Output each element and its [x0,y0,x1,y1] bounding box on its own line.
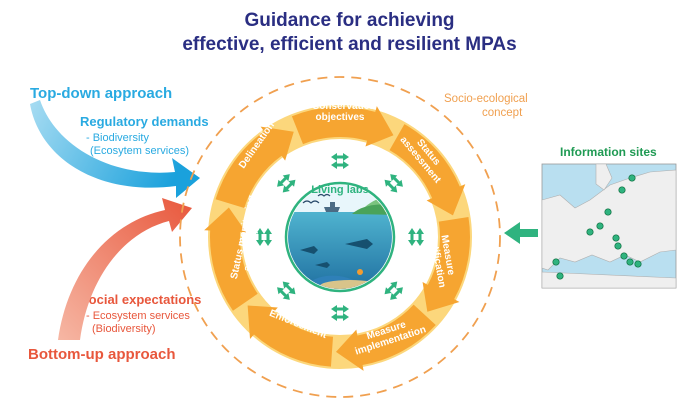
site-marker [612,234,620,242]
site-marker [596,222,604,230]
exchange-arrow [277,174,296,193]
top-down-arrow [30,100,200,198]
site-marker [556,272,564,280]
bottom-up-item-2: (Biodiversity) [92,323,156,335]
label-conservation-line-2: objectives [315,112,365,123]
exchange-arrow [331,153,349,169]
top-down-heading: Top-down approach [30,85,173,102]
bottom-up-item-1: - Ecosystem services [86,310,190,322]
site-marker [614,242,622,250]
cycle-arrow-delineation [215,126,294,209]
exchange-arrow [384,281,403,300]
exchange-arrow [384,174,403,193]
site-marker [586,228,594,236]
cycle-arrow-measure-implementation [335,304,436,371]
living-labs-label: Living labs [311,184,369,196]
concept-label-line-2: concept [482,107,523,119]
exchange-arrow [408,228,424,246]
site-marker [552,258,560,266]
living-lab-exchange-arrows [256,153,424,321]
label-conservation-objectives: Conservation objectives [312,101,376,123]
info-sites-label: Information sites [560,145,657,159]
cycle-arrow-status-monitoring [204,207,258,311]
title-line-2: effective, efficient and resilient MPAs [182,34,517,55]
bottom-up-arrow [58,198,192,340]
living-lab-illustration [284,181,396,293]
label-conservation-line-1: Conservation [312,101,376,112]
site-marker [618,186,626,194]
exchange-arrow [277,281,296,300]
cycle-arrow-enforcement [247,305,334,367]
cycle-arrow-status-assessment [389,124,466,216]
bottom-up-heading: Bottom-up approach [28,346,176,363]
site-marker [604,208,612,216]
site-marker [634,260,642,268]
socio-ecological-boundary [179,76,501,398]
cycle-arrows [204,106,470,371]
top-down-subheading: Regulatory demands [80,114,209,129]
site-marker [626,258,634,266]
site-marker [620,252,628,260]
top-down-item-2: (Ecosytem services) [90,145,190,157]
site-markers [552,174,642,280]
top-down-item-1: - Biodiversity [86,132,149,144]
site-marker [628,174,636,182]
concept-label-line-1: Socio-ecological [444,93,528,105]
information-sites-map [541,163,677,289]
title-line-1: Guidance for achieving [244,10,455,31]
info-sites-arrow [504,222,538,244]
bottom-up-subheading: Social expectations [80,292,202,307]
cycle-arrow-measure-identification [422,216,470,312]
cycle-arrow-conservation [291,106,394,147]
exchange-arrow [331,305,349,321]
exchange-arrow [256,228,272,246]
